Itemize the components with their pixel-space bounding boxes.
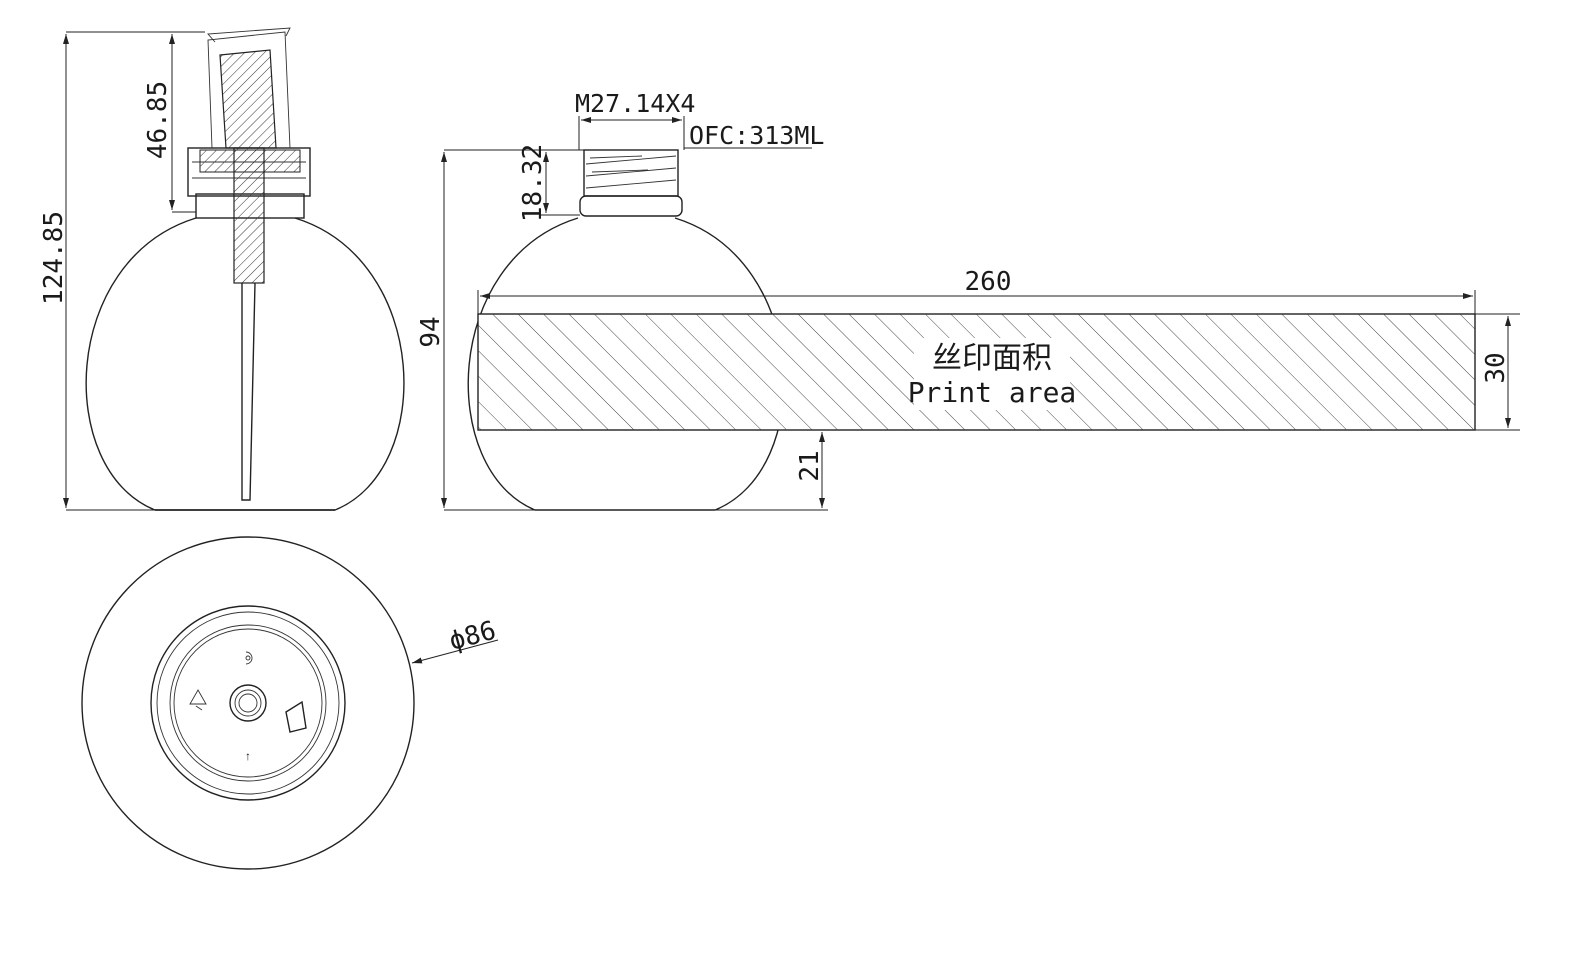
dim-print-height: 30 [1475, 313, 1520, 431]
bottle-body-right [467, 217, 785, 511]
thread-spec-label: M27.14X4 [575, 89, 695, 118]
dim-neck-height: 18.32 [444, 144, 584, 222]
print-area: 丝印面积 Print area [477, 313, 1476, 431]
dim-pump-height: 46.85 [143, 34, 196, 213]
dim-diameter: ϕ86 [411, 616, 499, 664]
bottom-view: ↑ [81, 536, 415, 870]
print-width-label: 260 [965, 267, 1012, 297]
dim-body-height: 94 [416, 152, 535, 511]
pump-actuator [219, 49, 277, 149]
pump-stem [233, 147, 265, 284]
base-arrow-mark: ↑ [245, 749, 251, 763]
capacity-label: OFC:313ML [689, 121, 824, 150]
dim-print-offset: 21 [715, 432, 828, 511]
dip-tube [241, 282, 256, 501]
front-view-bottle [467, 149, 785, 511]
base-outer-circle [81, 536, 415, 870]
dim-print-width: 260 [477, 267, 1476, 314]
hazard-icon [245, 651, 253, 665]
recycle-icon [189, 689, 207, 711]
base-tab [285, 700, 307, 733]
print-area-label-en: Print area [908, 376, 1077, 409]
neck-ring-right [579, 195, 683, 217]
front-view-with-pump [85, 27, 405, 511]
pump-height-label: 46.85 [143, 81, 173, 159]
print-area-label-cn: 丝印面积 [932, 342, 1052, 375]
dim-thread: M27.14X4 OFC:313ML [575, 89, 824, 150]
dim-overall-height: 124.85 [39, 31, 205, 511]
print-height-label: 30 [1481, 352, 1511, 383]
neck-height-label: 18.32 [518, 144, 548, 222]
diameter-label: ϕ86 [446, 616, 499, 657]
body-height-label: 94 [416, 316, 446, 347]
print-offset-label: 21 [795, 450, 825, 481]
thread-finish [583, 149, 679, 197]
overall-height-label: 124.85 [39, 211, 69, 305]
